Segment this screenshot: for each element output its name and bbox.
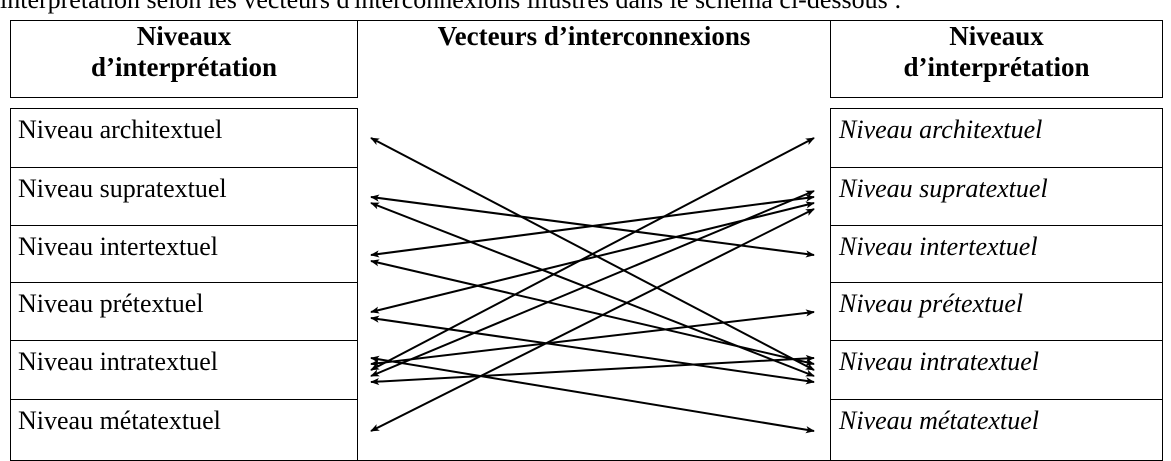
left-level-intertextuel: Niveau intertextuel — [10, 226, 358, 283]
header-right: Niveaux d’interprétation — [830, 20, 1163, 98]
arrow-11 — [370, 355, 815, 434]
right-level-pretextuel: Niveau prétextuel — [830, 283, 1163, 341]
left-level-supratextuel: Niveau supratextuel — [10, 168, 358, 226]
header-left-line1: Niveaux — [136, 21, 232, 51]
header-right-line1: Niveaux — [949, 21, 1044, 51]
left-level-architextuel: Niveau architextuel — [10, 108, 358, 168]
arrow-12 — [370, 208, 815, 432]
right-level-intertextuel: Niveau intertextuel — [830, 226, 1163, 283]
right-level-supratextuel: Niveau supratextuel — [830, 168, 1163, 226]
left-level-pretextuel: Niveau prétextuel — [10, 283, 358, 341]
header-middle: Vecteurs d’interconnexions — [358, 20, 830, 98]
right-level-architextuel: Niveau architextuel — [830, 108, 1163, 168]
header-right-line2: d’interprétation — [903, 52, 1090, 82]
arrow-10 — [370, 354, 815, 386]
header-left: Niveaux d’interprétation — [10, 20, 358, 98]
caption-text: interprétation selon les vecteurs d'inte… — [0, 0, 1171, 15]
header-left-line2: d’interprétation — [91, 52, 277, 82]
right-level-intratextuel: Niveau intratextuel — [830, 341, 1163, 400]
left-level-intratextuel: Niveau intratextuel — [10, 341, 358, 400]
header-middle-label: Vecteurs d’interconnexions — [437, 21, 751, 51]
